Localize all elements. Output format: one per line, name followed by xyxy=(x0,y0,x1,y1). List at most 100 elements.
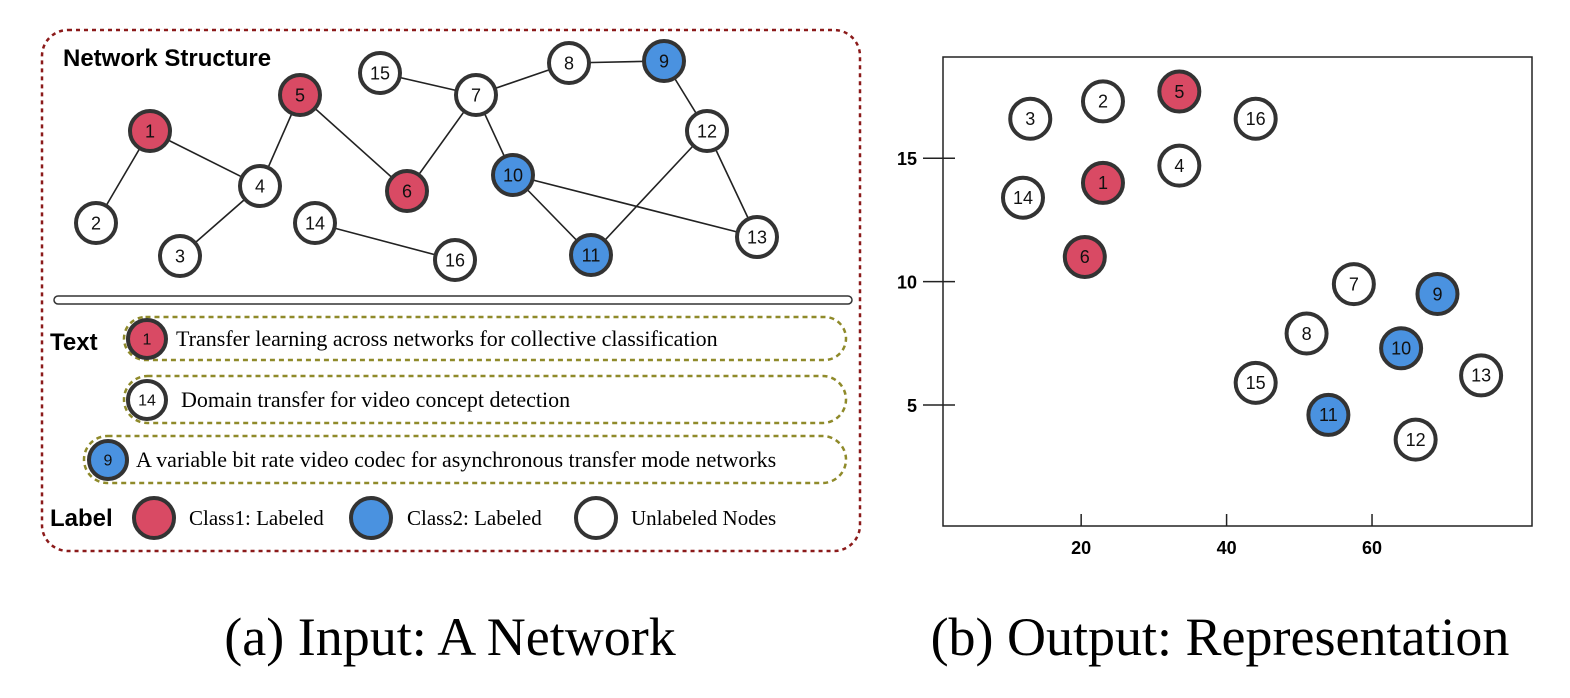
edge-10-13 xyxy=(512,174,758,238)
scatter-point-4-label: 4 xyxy=(1174,156,1184,176)
legend-item: Unlabeled Nodes xyxy=(574,496,776,540)
text-item-box xyxy=(82,434,848,485)
text-item-title: Transfer learning across networks for co… xyxy=(176,326,718,351)
network-node-2-label: 2 xyxy=(91,213,101,233)
network-node-12-circle xyxy=(685,109,729,153)
scatter-point-10-circle xyxy=(1379,326,1424,371)
network-node-15-circle xyxy=(358,51,402,95)
network-node-10-label: 10 xyxy=(503,165,523,185)
legend-swatch-circle xyxy=(132,496,176,540)
caption-b: (b) Output: Representation xyxy=(931,607,1510,667)
network-node-12-label: 12 xyxy=(697,121,717,141)
y-tick-label: 10 xyxy=(897,273,917,293)
scatter-point-5-label: 5 xyxy=(1174,82,1184,102)
network-node-15-label: 15 xyxy=(370,63,390,83)
network-structure-title: Network Structure xyxy=(63,45,271,72)
network-node-9: 9 xyxy=(642,39,686,83)
network-node-16-label: 16 xyxy=(445,250,465,270)
scatter-point-11: 11 xyxy=(1306,392,1351,437)
text-item-node-14-label: 14 xyxy=(138,393,156,410)
scatter-point-10-label: 10 xyxy=(1391,339,1411,359)
edge-14-16 xyxy=(314,222,456,261)
network-node-7: 7 xyxy=(454,73,498,117)
scatter-point-4-circle xyxy=(1157,143,1202,188)
x-tick-label: 40 xyxy=(1217,538,1237,558)
legend-label: Class2: Labeled xyxy=(407,506,542,530)
network-node-2: 2 xyxy=(74,201,118,245)
scatter-point-8: 8 xyxy=(1284,311,1329,356)
scatter-point-3: 3 xyxy=(1008,96,1053,141)
text-item-node-9-circle xyxy=(87,439,129,481)
network-node-6-label: 6 xyxy=(402,181,412,201)
scatter-point-15: 15 xyxy=(1233,360,1278,405)
network-node-1-circle xyxy=(128,109,172,153)
label-section-label: Label xyxy=(50,505,113,532)
network-node-10-circle xyxy=(491,153,535,197)
scatter-point-12-circle xyxy=(1393,417,1438,462)
network-node-1: 1 xyxy=(128,109,172,153)
scatter-point-7-label: 7 xyxy=(1349,274,1359,294)
network-node-14: 14 xyxy=(293,201,337,245)
text-item-box xyxy=(122,315,848,362)
scatter-point-8-label: 8 xyxy=(1302,324,1312,344)
network-node-7-circle xyxy=(454,73,498,117)
scatter-point-11-label: 11 xyxy=(1319,405,1338,425)
scatter-point-8-circle xyxy=(1284,311,1329,356)
legend: Class1: Labeled Class2: Labeled Unlabeled … xyxy=(132,496,776,540)
network-node-8: 8 xyxy=(547,41,591,85)
legend-swatch xyxy=(349,496,393,540)
network-node-12: 12 xyxy=(685,109,729,153)
network-node-6: 6 xyxy=(385,169,429,213)
network-node-2-circle xyxy=(74,201,118,245)
network-node-7-label: 7 xyxy=(471,85,481,105)
scatter-point-3-label: 3 xyxy=(1025,109,1035,129)
scatter-point-14-circle xyxy=(1000,175,1045,220)
scatter-point-1-circle xyxy=(1080,160,1125,205)
scatter-point-7-circle xyxy=(1331,262,1376,307)
network-node-1-label: 1 xyxy=(145,121,155,141)
scatter-point-2: 2 xyxy=(1080,79,1125,124)
scatter-point-6-circle xyxy=(1062,234,1107,279)
network-node-4: 4 xyxy=(238,164,282,208)
text-item-title: A variable bit rate video codec for asyn… xyxy=(136,447,776,472)
scatter-point-14: 14 xyxy=(1000,175,1045,220)
network-node-11-circle xyxy=(569,233,613,277)
network-node-3-label: 3 xyxy=(175,246,185,266)
scatter-point-3-circle xyxy=(1008,96,1053,141)
text-section-label: Text xyxy=(50,329,98,356)
scatter-point-4: 4 xyxy=(1157,143,1202,188)
text-item-node-14: 14 xyxy=(126,379,168,421)
network-node-8-circle xyxy=(547,41,591,85)
panel-a-border xyxy=(40,28,862,553)
legend-item: Class1: Labeled xyxy=(132,496,324,540)
network-node-5: 5 xyxy=(278,73,322,117)
text-item-node-1-circle xyxy=(126,318,168,360)
x-tick-label: 60 xyxy=(1362,538,1382,558)
network-node-3: 3 xyxy=(158,234,202,278)
y-tick-label: 5 xyxy=(907,396,917,416)
caption-a: (a) Input: A Network xyxy=(224,607,675,667)
scatter-point-13-label: 13 xyxy=(1471,366,1491,386)
plot-axes: 20 40 60 5 10 15 xyxy=(897,149,1382,558)
network-node-8-label: 8 xyxy=(564,53,574,73)
network-node-11-label: 11 xyxy=(582,245,601,265)
scatter-point-5-circle xyxy=(1157,69,1202,114)
legend-label: Class1: Labeled xyxy=(189,506,324,530)
scatter-point-7: 7 xyxy=(1331,262,1376,307)
legend-item: Class2: Labeled xyxy=(349,496,542,540)
network-node-4-label: 4 xyxy=(255,176,265,196)
network-node-5-circle xyxy=(278,73,322,117)
scatter-point-6: 6 xyxy=(1062,234,1107,279)
x-tick-label: 20 xyxy=(1071,538,1091,558)
scatter-point-6-label: 6 xyxy=(1080,247,1090,267)
scatter-point-11-circle xyxy=(1306,392,1351,437)
network-node-16: 16 xyxy=(433,238,477,282)
